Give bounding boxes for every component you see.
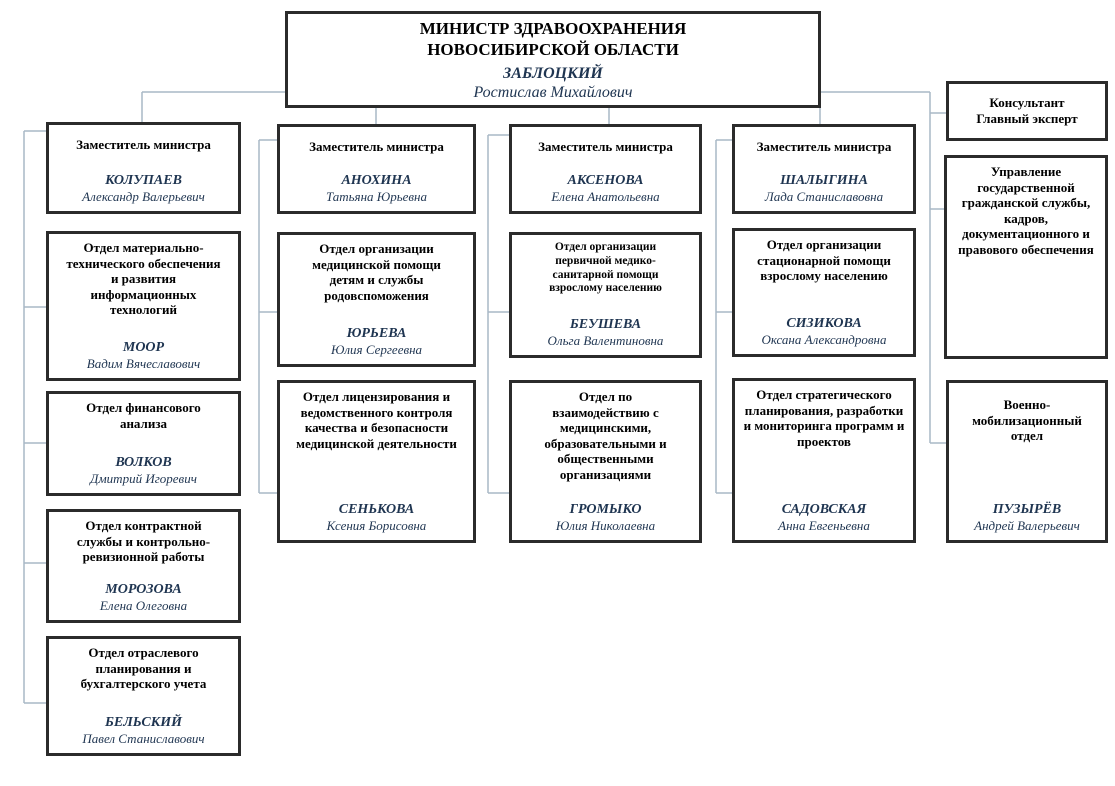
deputy-box-shalygina: Заместитель министра ШАЛЫГИНА Лада Стани… bbox=[732, 124, 916, 214]
unit-box-belsky: Отдел отраслевого планирования и бухгалт… bbox=[46, 636, 241, 756]
unit-head-name: Оксана Александровна bbox=[761, 332, 887, 348]
unit-head-name: Дмитрий Игоревич bbox=[90, 471, 197, 487]
unit-head-name: Анна Евгеньевна bbox=[778, 518, 870, 534]
deputy-box-kolupaev: Заместитель министра КОЛУПАЕВ Александр … bbox=[46, 122, 241, 214]
consultant-box: Консультант Главный эксперт bbox=[946, 81, 1108, 141]
unit-head-surname: БЕУШЕВА bbox=[569, 316, 642, 332]
unit-title: Отдел отраслевого планирования и бухгалт… bbox=[80, 645, 207, 692]
unit-head-surname: БЕЛЬСКИЙ bbox=[104, 714, 183, 730]
unit-box-moor: Отдел материально-технического обеспечен… bbox=[46, 231, 241, 381]
unit-head-surname: САДОВСКАЯ bbox=[781, 501, 867, 517]
unit-title: Отдел финансового анализа bbox=[86, 400, 201, 431]
unit-title: Отдел по взаимодействию с медицинскими, … bbox=[544, 389, 667, 482]
unit-title: Отдел организации медицинской помощи дет… bbox=[312, 241, 441, 303]
minister-name: Ростислав Михайлович bbox=[473, 83, 633, 101]
minister-surname: ЗАБЛОЦКИЙ bbox=[503, 64, 603, 82]
unit-head-surname: ГРОМЫКО bbox=[569, 501, 642, 517]
deputy-title: Заместитель министра bbox=[76, 137, 211, 152]
unit-title: Управление государственной гражданской с… bbox=[958, 164, 1094, 257]
unit-head-name: Вадим Вячеславович bbox=[86, 356, 201, 372]
unit-box-gromyko: Отдел по взаимодействию с медицинскими, … bbox=[509, 380, 702, 543]
deputy-name: Елена Анатольевна bbox=[551, 189, 660, 205]
consultant-title: Консультант Главный эксперт bbox=[976, 95, 1078, 126]
deputy-title: Заместитель министра bbox=[538, 139, 673, 154]
unit-box-sizikova: Отдел организации стационарной помощи вз… bbox=[732, 228, 916, 357]
deputy-surname: АКСЕНОВА bbox=[567, 172, 644, 188]
unit-head-name: Андрей Валерьевич bbox=[974, 518, 1080, 534]
unit-head-name: Юлия Сергеевна bbox=[330, 342, 423, 358]
deputy-title: Заместитель министра bbox=[309, 139, 444, 154]
unit-title: Отдел контрактной службы и контрольно-ре… bbox=[76, 518, 211, 565]
unit-head-surname: ЮРЬЕВА bbox=[346, 325, 407, 341]
minister-title: МИНИСТР ЗДРАВООХРАНЕНИЯ НОВОСИБИРСКОЙ ОБ… bbox=[419, 19, 687, 60]
unit-title: Отдел материально-технического обеспечен… bbox=[66, 240, 221, 318]
unit-box-morozova: Отдел контрактной службы и контрольно-ре… bbox=[46, 509, 241, 623]
deputy-title: Заместитель министра bbox=[756, 139, 892, 154]
deputy-surname: ШАЛЫГИНА bbox=[780, 172, 868, 188]
minister-box: МИНИСТР ЗДРАВООХРАНЕНИЯ НОВОСИБИРСКОЙ ОБ… bbox=[285, 11, 821, 108]
unit-box-sadovskaya: Отдел стратегического планирования, разр… bbox=[732, 378, 916, 543]
unit-box-yurieva: Отдел организации медицинской помощи дет… bbox=[277, 232, 476, 367]
unit-title: Отдел лицензирования и ведомственного ко… bbox=[296, 389, 457, 451]
unit-head-surname: МОРОЗОВА bbox=[105, 581, 182, 597]
unit-head-surname: ПУЗЫРЁВ bbox=[992, 501, 1062, 517]
unit-head-name: Елена Олеговна bbox=[99, 598, 188, 614]
unit-box-beusheva: Отдел организации первичной медико-санит… bbox=[509, 232, 702, 358]
unit-head-surname: СИЗИКОВА bbox=[786, 315, 862, 331]
unit-title: Отдел организации стационарной помощи вз… bbox=[757, 237, 891, 284]
unit-box-senkova: Отдел лицензирования и ведомственного ко… bbox=[277, 380, 476, 543]
unit-head-surname: МООР bbox=[122, 339, 165, 355]
unit-head-name: Юлия Николаевна bbox=[555, 518, 656, 534]
unit-head-surname: ВОЛКОВ bbox=[115, 454, 172, 470]
unit-title: Военно-мобилизационный отдел bbox=[972, 397, 1082, 444]
deputy-name: Татьяна Юрьевна bbox=[325, 189, 427, 205]
deputy-surname: КОЛУПАЕВ bbox=[105, 172, 182, 188]
deputy-box-anokhina: Заместитель министра АНОХИНА Татьяна Юрь… bbox=[277, 124, 476, 214]
deputy-surname: АНОХИНА bbox=[341, 172, 412, 188]
unit-title: Отдел организации первичной медико-санит… bbox=[549, 241, 662, 295]
unit-box-volkov: Отдел финансового анализа ВОЛКОВ Дмитрий… bbox=[46, 391, 241, 496]
unit-box-civil-service: Управление государственной гражданской с… bbox=[944, 155, 1108, 359]
unit-box-military: Военно-мобилизационный отдел ПУЗЫРЁВ Анд… bbox=[946, 380, 1108, 543]
unit-head-name: Ольга Валентиновна bbox=[547, 333, 664, 349]
deputy-name: Лада Станиславовна bbox=[764, 189, 884, 205]
unit-title: Отдел стратегического планирования, разр… bbox=[743, 387, 905, 449]
unit-head-name: Ксения Борисовна bbox=[326, 518, 427, 534]
unit-head-surname: СЕНЬКОВА bbox=[338, 501, 415, 517]
unit-head-name: Павел Станиславович bbox=[82, 731, 205, 747]
deputy-name: Александр Валерьевич bbox=[82, 189, 205, 205]
deputy-box-aksenova: Заместитель министра АКСЕНОВА Елена Анат… bbox=[509, 124, 702, 214]
